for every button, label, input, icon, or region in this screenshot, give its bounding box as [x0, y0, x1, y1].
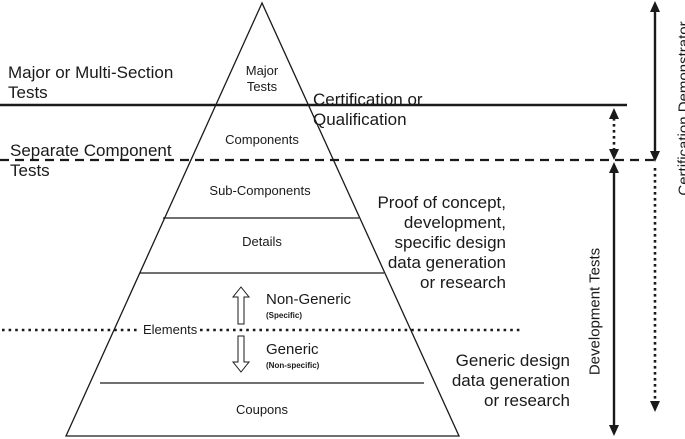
level-components: Components — [225, 132, 299, 147]
level-details: Details — [242, 234, 282, 249]
certification-demonstrator-label: Certification Demonstrator — [675, 21, 685, 196]
non-generic-label: Non-Generic — [266, 291, 352, 308]
certification-qualification-label: Certification or Qualification — [313, 90, 423, 129]
level-major-tests: Major Tests — [245, 63, 279, 94]
certification-demonstrator-arrow-bottom — [650, 151, 660, 162]
certification-demonstrator-arrow-top — [650, 1, 660, 12]
generic-sub-label: (Non-specific) — [266, 361, 320, 370]
pyramid-outline — [64, 1, 461, 437]
certification-dotted-arrow-top — [609, 108, 619, 119]
certification-dotted-arrow-bottom — [609, 149, 619, 160]
non-generic-sub-label: (Specific) — [266, 311, 303, 320]
certification-demonstrator-dotted-arrow-bottom — [650, 401, 660, 412]
development-tests-arrow-top — [609, 162, 619, 173]
proof-of-concept-label: Proof of concept, development, specific … — [377, 193, 506, 292]
development-tests-arrow-bottom — [609, 425, 619, 436]
separate-component-tests-label: Separate Component Tests — [10, 141, 172, 180]
down-arrow-icon — [231, 335, 251, 373]
generic-design-label: Generic design data generation or resear… — [451, 351, 570, 410]
major-multi-section-tests-label: Major or Multi-Section Tests — [8, 63, 174, 102]
up-arrow-icon — [231, 286, 251, 325]
level-elements: Elements — [140, 322, 201, 338]
level-coupons: Coupons — [235, 402, 289, 417]
level-sub-components: Sub-Components — [209, 183, 311, 198]
generic-label: Generic — [266, 341, 319, 358]
development-tests-label: Development Tests — [586, 247, 604, 376]
